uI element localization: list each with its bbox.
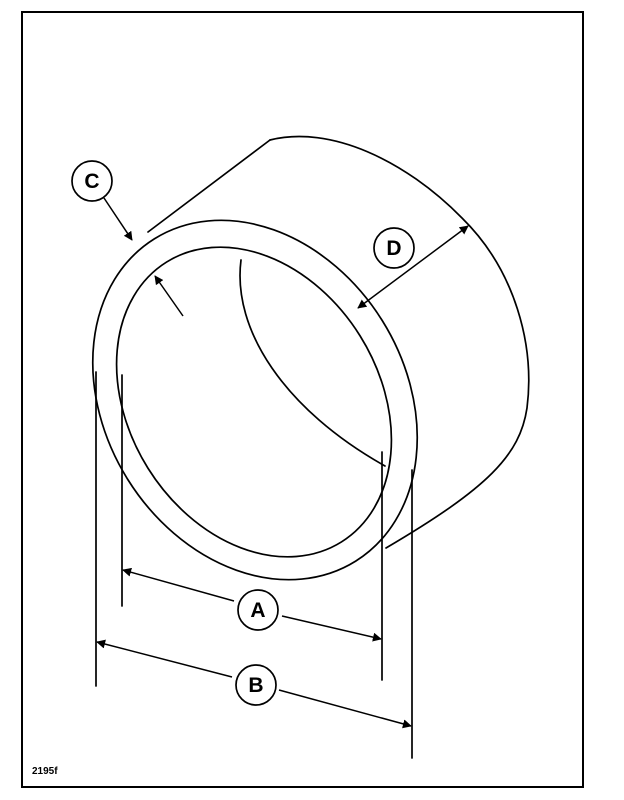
dimension-lines — [96, 197, 469, 729]
label-b-text: B — [248, 674, 263, 697]
dimension-b-line-left — [96, 639, 233, 678]
bushing-back-end — [269, 135, 530, 549]
label-c-circle — [71, 160, 113, 202]
dimension-a-line-left — [122, 567, 235, 602]
dimension-b-line-right — [278, 689, 412, 729]
bore-inner-edge — [239, 259, 386, 467]
label-d-circle — [373, 227, 415, 269]
dimension-c-leader — [103, 197, 133, 241]
label-b-circle — [235, 664, 277, 706]
bushing-drawing — [91, 135, 530, 759]
label-d: D — [373, 227, 415, 269]
label-d-text: D — [386, 237, 401, 260]
label-a: A — [237, 589, 279, 631]
wall-thickness-arrow — [154, 275, 184, 317]
bushing-top-edge — [147, 139, 271, 233]
label-a-text: A — [250, 599, 265, 622]
dimension-d-line — [357, 225, 469, 309]
dimension-a-line-right — [281, 615, 382, 642]
label-c-text: C — [84, 170, 99, 193]
front-inner-bore — [115, 246, 393, 558]
front-outer-rim — [91, 219, 419, 581]
label-b: B — [235, 664, 277, 706]
label-c: C — [71, 160, 113, 202]
diagram-border — [21, 11, 584, 788]
figure-reference: 2195f — [32, 766, 58, 777]
label-a-circle — [237, 589, 279, 631]
